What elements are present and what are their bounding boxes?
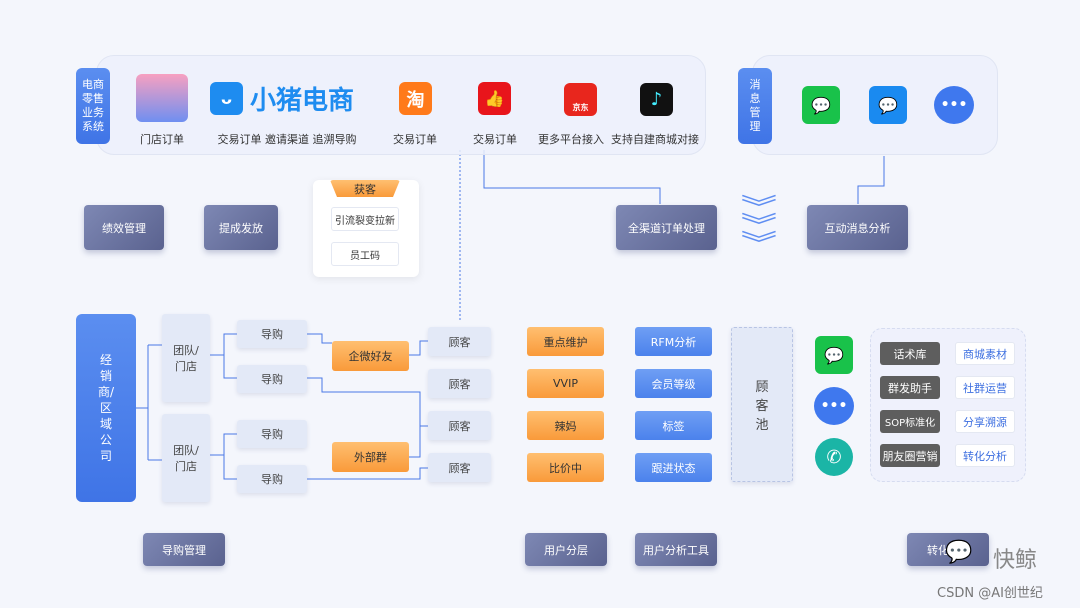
conversion-tool: SOP标准化	[880, 410, 940, 433]
taobao-icon: 淘	[399, 82, 432, 115]
chat-bubble-icon: •••	[934, 86, 974, 124]
analysis-tool: 跟进状态	[635, 453, 712, 482]
external-group: 外部群	[332, 442, 409, 472]
omnichannel-order-processing: 全渠道订单处理	[616, 205, 717, 250]
commission-payout: 提成发放	[204, 205, 278, 250]
shopping-guide: 导购	[237, 320, 307, 348]
message-label: 消息管理	[738, 68, 772, 144]
wecom-friends: 企微好友	[332, 341, 409, 371]
analysis-tool: 会员等级	[635, 369, 712, 398]
user-layer-tag: VVIP	[527, 369, 604, 398]
conversion-feature: 分享溯源	[955, 410, 1015, 433]
user-layer-tag: 辣妈	[527, 411, 604, 440]
customer: 顾客	[428, 327, 491, 356]
wechat-icon: 💬	[815, 336, 853, 374]
conversion-feature: 商城素材	[955, 342, 1015, 365]
team-store: 团队/门店	[162, 414, 210, 502]
shopping-guide: 导购	[237, 465, 307, 493]
store-icon	[136, 74, 188, 122]
thumbs-up-icon: 👍	[478, 82, 511, 115]
brand-caption: 交易订单 邀请渠道 追溯导购	[217, 133, 357, 146]
interaction-message-analysis: 互动消息分析	[807, 205, 908, 250]
performance-management: 绩效管理	[84, 205, 164, 250]
jd-icon: 京东	[564, 83, 597, 116]
user-layer-tag: 重点维护	[527, 327, 604, 356]
conversion-tools: 转化	[907, 533, 989, 566]
more-platforms-caption: 更多平台接入	[538, 133, 604, 146]
distributor-company: 经销商/区域公司	[76, 314, 136, 502]
conversion-feature: 转化分析	[955, 444, 1015, 467]
analysis-tool: RFM分析	[635, 327, 712, 356]
self-mall-caption: 支持自建商城对接	[611, 133, 699, 146]
acquire-item: 引流裂变拉新	[331, 207, 399, 231]
thumbs-caption: 交易订单	[473, 133, 517, 146]
acquire-item: 员工码	[331, 242, 399, 266]
analysis-tool: 标签	[635, 411, 712, 440]
customer-pool: 顾客池	[731, 327, 793, 482]
customer: 顾客	[428, 411, 491, 440]
team-store: 团队/门店	[162, 314, 210, 402]
store-order-caption: 门店订单	[140, 133, 184, 146]
taobao-caption: 交易订单	[393, 133, 437, 146]
qq-message-icon: 💬	[869, 86, 907, 124]
conversion-tool: 群发助手	[880, 376, 940, 399]
user-layer-tag: 比价中	[527, 453, 604, 482]
wechat-icon: 💬	[802, 86, 840, 124]
tiktok-icon: ♪	[640, 83, 673, 116]
customer: 顾客	[428, 453, 491, 482]
guide-management: 导购管理	[143, 533, 225, 566]
acquire-header: 获客	[330, 180, 400, 197]
user-segmentation: 用户分层	[525, 533, 607, 566]
watermark-brand: 快鲸	[993, 548, 1038, 573]
conversion-feature: 社群运营	[955, 376, 1015, 399]
phone-icon: ✆	[815, 438, 853, 476]
customer: 顾客	[428, 369, 491, 398]
conversion-tool: 朋友圈营销	[880, 444, 940, 467]
user-analysis-tools: 用户分析工具	[635, 533, 717, 566]
shopping-guide: 导购	[237, 365, 307, 393]
chat-bubble-icon: •••	[814, 387, 854, 425]
ecommerce-label: 电商零售业务系统	[76, 68, 110, 144]
piggy-logo-icon: ᴗ	[210, 82, 243, 115]
brand-name: 小猪电商	[250, 86, 355, 116]
down-chevrons-icon: ︾︾︾	[740, 194, 778, 260]
shopping-guide: 导购	[237, 420, 307, 448]
conversion-tool: 话术库	[880, 342, 940, 365]
watermark-csdn: CSDN @AI创世纪	[937, 586, 1043, 601]
wechat-watermark-icon: 💬	[945, 540, 973, 565]
